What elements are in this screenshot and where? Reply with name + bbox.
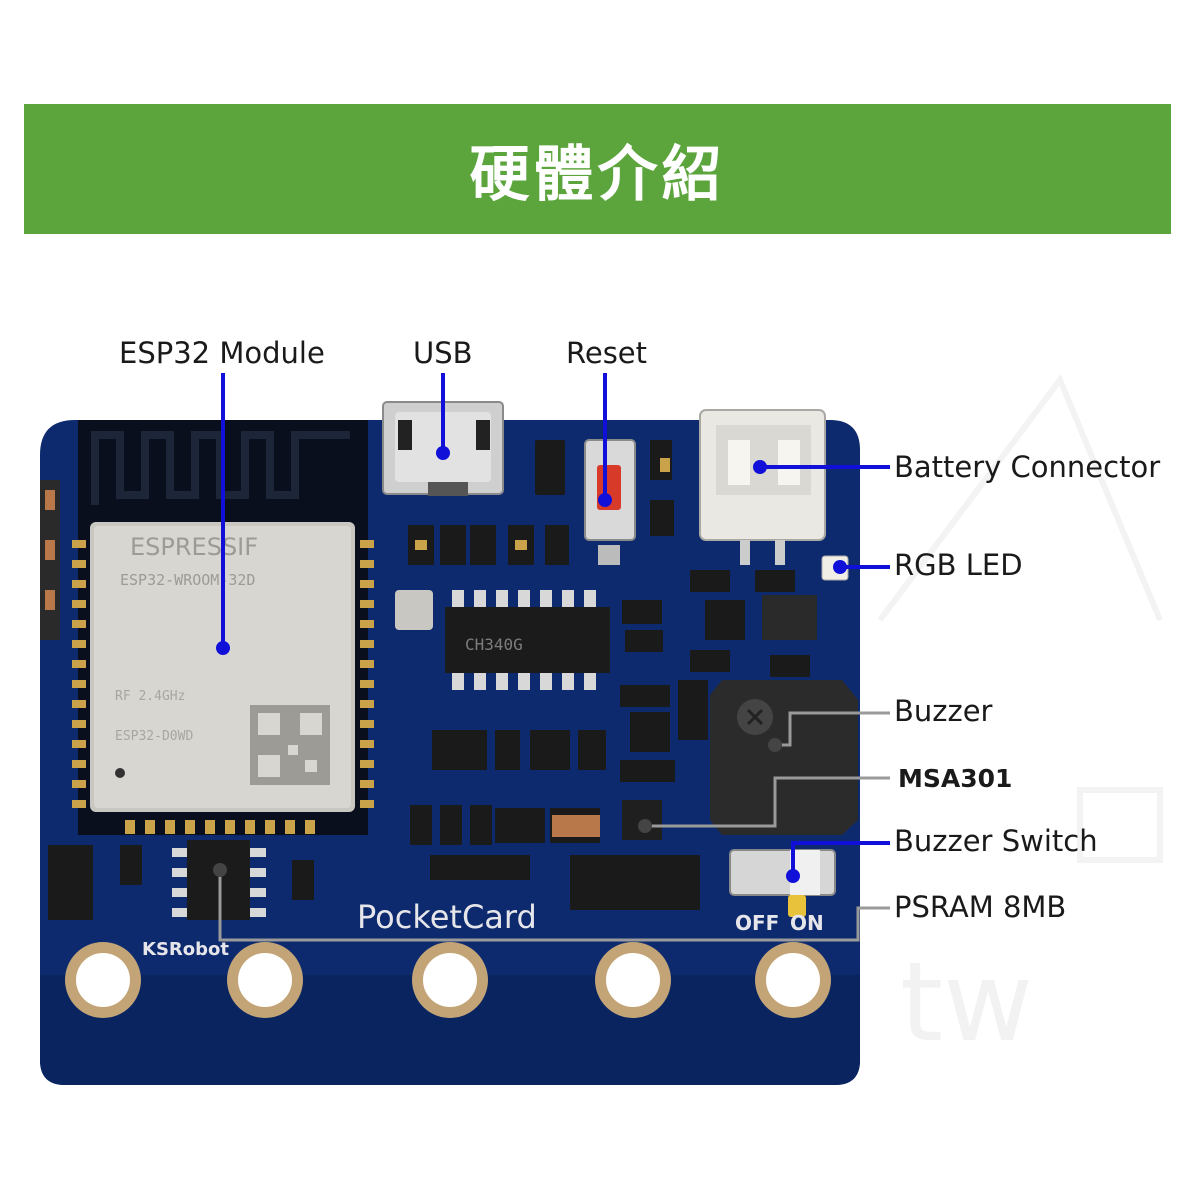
svg-text:tw: tw bbox=[900, 938, 1033, 1066]
label-rgb-led: RGB LED bbox=[894, 548, 1023, 582]
smd-parts-mid bbox=[395, 570, 817, 910]
ch340-chip: CH340G bbox=[445, 590, 610, 690]
buzzer bbox=[710, 680, 858, 835]
svg-text:ESP32-D0WD: ESP32-D0WD bbox=[115, 729, 193, 744]
label-buzzer-switch: Buzzer Switch bbox=[894, 824, 1098, 858]
svg-text:CH340G: CH340G bbox=[465, 635, 523, 654]
brand-mark: KSRobot bbox=[142, 939, 229, 960]
watermark: tw bbox=[877, 374, 1163, 1066]
edge-pads bbox=[65, 942, 831, 1018]
svg-text:RF 2.4GHz: RF 2.4GHz bbox=[115, 689, 185, 704]
leader-dots-blue bbox=[216, 446, 847, 883]
label-msa301: MSA301 bbox=[898, 764, 1013, 793]
label-psram: PSRAM 8MB bbox=[894, 890, 1067, 924]
label-esp32-module: ESP32 Module bbox=[119, 336, 325, 370]
leader-dots-gray bbox=[213, 738, 782, 877]
title-banner: 硬體介紹 bbox=[24, 104, 1171, 234]
page-title: 硬體介紹 bbox=[469, 139, 726, 210]
module-pads bbox=[72, 540, 374, 834]
leader-lines-gray bbox=[218, 711, 890, 942]
battery-connector bbox=[699, 409, 826, 565]
board-name: PocketCard bbox=[357, 898, 537, 936]
leader-lines-blue bbox=[221, 373, 890, 876]
label-buzzer: Buzzer bbox=[894, 694, 993, 728]
label-battery-connector: Battery Connector bbox=[894, 450, 1161, 484]
svg-text:ESPRESSIF: ESPRESSIF bbox=[130, 533, 258, 561]
smd-parts-top bbox=[408, 440, 674, 565]
left-caps bbox=[45, 490, 55, 610]
svg-text:ESP32-WROOM-32D: ESP32-WROOM-32D bbox=[120, 571, 255, 589]
switch-on-label: ON bbox=[790, 911, 824, 935]
label-usb: USB bbox=[413, 336, 473, 370]
label-reset: Reset bbox=[566, 336, 648, 370]
switch-off-label: OFF bbox=[735, 911, 779, 935]
